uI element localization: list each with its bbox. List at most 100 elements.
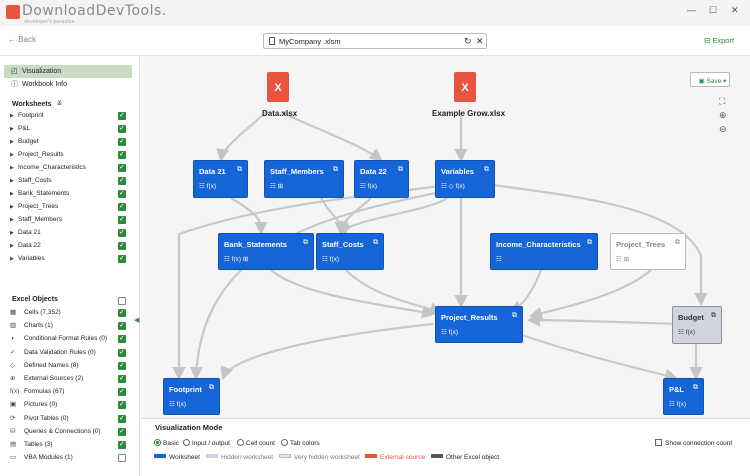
worksheet-node-pl[interactable]: P&L⧉☷ f(x) [663, 378, 704, 415]
worksheet-checkbox[interactable] [118, 162, 126, 174]
excel-object-item[interactable]: ⛁Queries & Connections (0) [10, 426, 128, 438]
object-checkbox[interactable] [118, 320, 126, 332]
sidebar-worksheet-item[interactable]: ▶Staff_Members [10, 214, 128, 226]
radio-button[interactable] [183, 439, 190, 446]
sidebar-worksheet-item[interactable]: ▶Budget [10, 136, 128, 148]
worksheet-checkbox[interactable] [118, 188, 126, 200]
object-checkbox[interactable] [118, 413, 126, 425]
chevron-right-icon[interactable]: ▶ [10, 204, 14, 210]
radio-button[interactable] [281, 439, 288, 446]
open-link-icon[interactable]: ⧉ [484, 166, 489, 173]
excel-file-icon[interactable]: X [267, 72, 289, 102]
sidebar-worksheet-item[interactable]: ▶Data 21 [10, 227, 128, 239]
worksheet-node-income[interactable]: Income_Characteristics⧉☷ [490, 233, 598, 270]
worksheet-checkbox[interactable] [118, 175, 126, 187]
chevron-right-icon[interactable]: ▶ [10, 152, 14, 158]
object-checkbox[interactable] [118, 347, 126, 359]
chevron-right-icon[interactable]: ▶ [10, 178, 14, 184]
mode-radio-tab-colors[interactable]: Tab colors [281, 439, 320, 447]
sidebar-worksheet-item[interactable]: ▶Variables [10, 253, 128, 265]
object-checkbox[interactable] [118, 360, 126, 372]
radio-button[interactable] [237, 439, 244, 446]
excel-object-item[interactable]: ⟳Pivot Tables (0) [10, 413, 128, 425]
excel-object-item[interactable]: ◑Conditional Format Rules (0) [10, 333, 128, 345]
collapse-sidebar-icon[interactable]: ◀ [134, 317, 140, 324]
sidebar-worksheet-item[interactable]: ▶Footprint [10, 110, 128, 122]
mode-radio-basic[interactable]: Basic [154, 439, 179, 447]
worksheet-node-bank[interactable]: Bank_Statements⧉☷ f(x) ⊞ [218, 233, 314, 270]
chevron-right-icon[interactable]: ▶ [10, 165, 14, 171]
sort-icon[interactable]: ≚ [56, 101, 63, 108]
excel-object-item[interactable]: ▭VBA Modules (1) [10, 452, 128, 464]
nav-visualization[interactable]: ◰ Visualization [4, 65, 132, 78]
chevron-right-icon[interactable]: ▶ [10, 243, 14, 249]
object-checkbox[interactable] [118, 454, 126, 463]
close-window-button[interactable]: ✕ [731, 5, 739, 15]
worksheet-checkbox[interactable] [118, 110, 126, 122]
sidebar-worksheet-item[interactable]: ▶P&L [10, 123, 128, 135]
worksheet-node-project-trees[interactable]: Project_Trees⧉☷ ⊞ [610, 233, 686, 270]
worksheet-checkbox[interactable] [118, 214, 126, 226]
file-tab[interactable]: MyCompany .xlsm ↻ ✕ [263, 33, 487, 49]
nav-workbook-info[interactable]: ⓘ Workbook Info [4, 78, 132, 91]
maximize-button[interactable]: ☐ [709, 5, 718, 15]
chevron-right-icon[interactable]: ▶ [10, 126, 14, 132]
excel-file-icon[interactable]: X [454, 72, 476, 102]
open-link-icon[interactable]: ⧉ [711, 312, 716, 319]
mode-radio-input-output[interactable]: Input / output [183, 439, 230, 447]
select-all-objects-checkbox[interactable] [118, 297, 126, 305]
graph-canvas[interactable]: ▣ Save ▾ ⛶ ⊕ ⊖ X Data.xlsx X Example Gro… [141, 56, 750, 418]
worksheet-checkbox[interactable] [118, 240, 126, 252]
worksheet-checkbox[interactable] [118, 136, 126, 148]
sidebar-worksheet-item[interactable]: ▶Project_Results [10, 149, 128, 161]
checkbox[interactable] [655, 439, 662, 446]
radio-button[interactable] [154, 439, 161, 446]
worksheet-node-data22[interactable]: Data 22⧉☷ f(x) [354, 160, 409, 198]
sidebar-worksheet-item[interactable]: ▶Staff_Costs [10, 175, 128, 187]
excel-object-item[interactable]: ◇Defined Names (8) [10, 360, 128, 372]
worksheet-node-footprint[interactable]: Footprint⧉☷ f(x) [163, 378, 220, 415]
chevron-right-icon[interactable]: ▶ [10, 230, 14, 236]
object-checkbox[interactable] [118, 333, 126, 345]
worksheet-node-project-results[interactable]: Project_Results⧉☷ f(x) [435, 306, 523, 343]
worksheet-checkbox[interactable] [118, 149, 126, 161]
worksheet-node-data21[interactable]: Data 21⧉☷ f(x) [193, 160, 248, 198]
worksheet-node-variables[interactable]: Variables⧉☷ ◇ f(x) [435, 160, 495, 198]
mode-radio-cell-count[interactable]: Cell count [237, 439, 275, 447]
fit-screen-icon[interactable]: ⛶ [719, 96, 726, 106]
open-link-icon[interactable]: ⧉ [333, 166, 338, 173]
excel-object-item[interactable]: ▥Charts (1) [10, 320, 128, 332]
save-button[interactable]: ▣ Save ▾ [690, 72, 730, 87]
zoom-out-icon[interactable]: ⊖ [719, 124, 727, 134]
object-checkbox[interactable] [118, 426, 126, 438]
open-link-icon[interactable]: ⧉ [209, 384, 214, 391]
sidebar-worksheet-item[interactable]: ▶Project_Trees [10, 201, 128, 213]
object-checkbox[interactable] [118, 307, 126, 319]
open-link-icon[interactable]: ⧉ [303, 239, 308, 246]
open-link-icon[interactable]: ⧉ [398, 166, 403, 173]
open-link-icon[interactable]: ⧉ [587, 239, 592, 246]
minimize-button[interactable]: — [687, 5, 696, 15]
object-checkbox[interactable] [118, 373, 126, 385]
worksheet-node-budget[interactable]: Budget⧉☷ f(x) [672, 306, 722, 344]
back-button[interactable]: ← Back [8, 35, 37, 44]
excel-object-item[interactable]: ⊕External Sources (2) [10, 373, 128, 385]
excel-object-item[interactable]: ▤Tables (3) [10, 439, 128, 451]
sidebar-worksheet-item[interactable]: ▶Data 22 [10, 240, 128, 252]
reload-icon[interactable]: ↻ [464, 36, 472, 46]
chevron-right-icon[interactable]: ▶ [10, 139, 14, 145]
zoom-in-icon[interactable]: ⊕ [719, 110, 727, 120]
sidebar-worksheet-item[interactable]: ▶Bank_Statements [10, 188, 128, 200]
open-link-icon[interactable]: ⧉ [373, 239, 378, 246]
excel-object-item[interactable]: f(x)Formulas (67) [10, 386, 128, 398]
sidebar-worksheet-item[interactable]: ▶Income_Characteristics [10, 162, 128, 174]
chevron-right-icon[interactable]: ▶ [10, 113, 14, 119]
excel-object-item[interactable]: ▣Pictures (0) [10, 399, 128, 411]
open-link-icon[interactable]: ⧉ [675, 239, 680, 246]
object-checkbox[interactable] [118, 399, 126, 411]
chevron-right-icon[interactable]: ▶ [10, 191, 14, 197]
open-link-icon[interactable]: ⧉ [237, 166, 242, 173]
excel-object-item[interactable]: ✓Data Validation Rules (0) [10, 347, 128, 359]
chevron-right-icon[interactable]: ▶ [10, 256, 14, 262]
worksheet-checkbox[interactable] [118, 227, 126, 239]
